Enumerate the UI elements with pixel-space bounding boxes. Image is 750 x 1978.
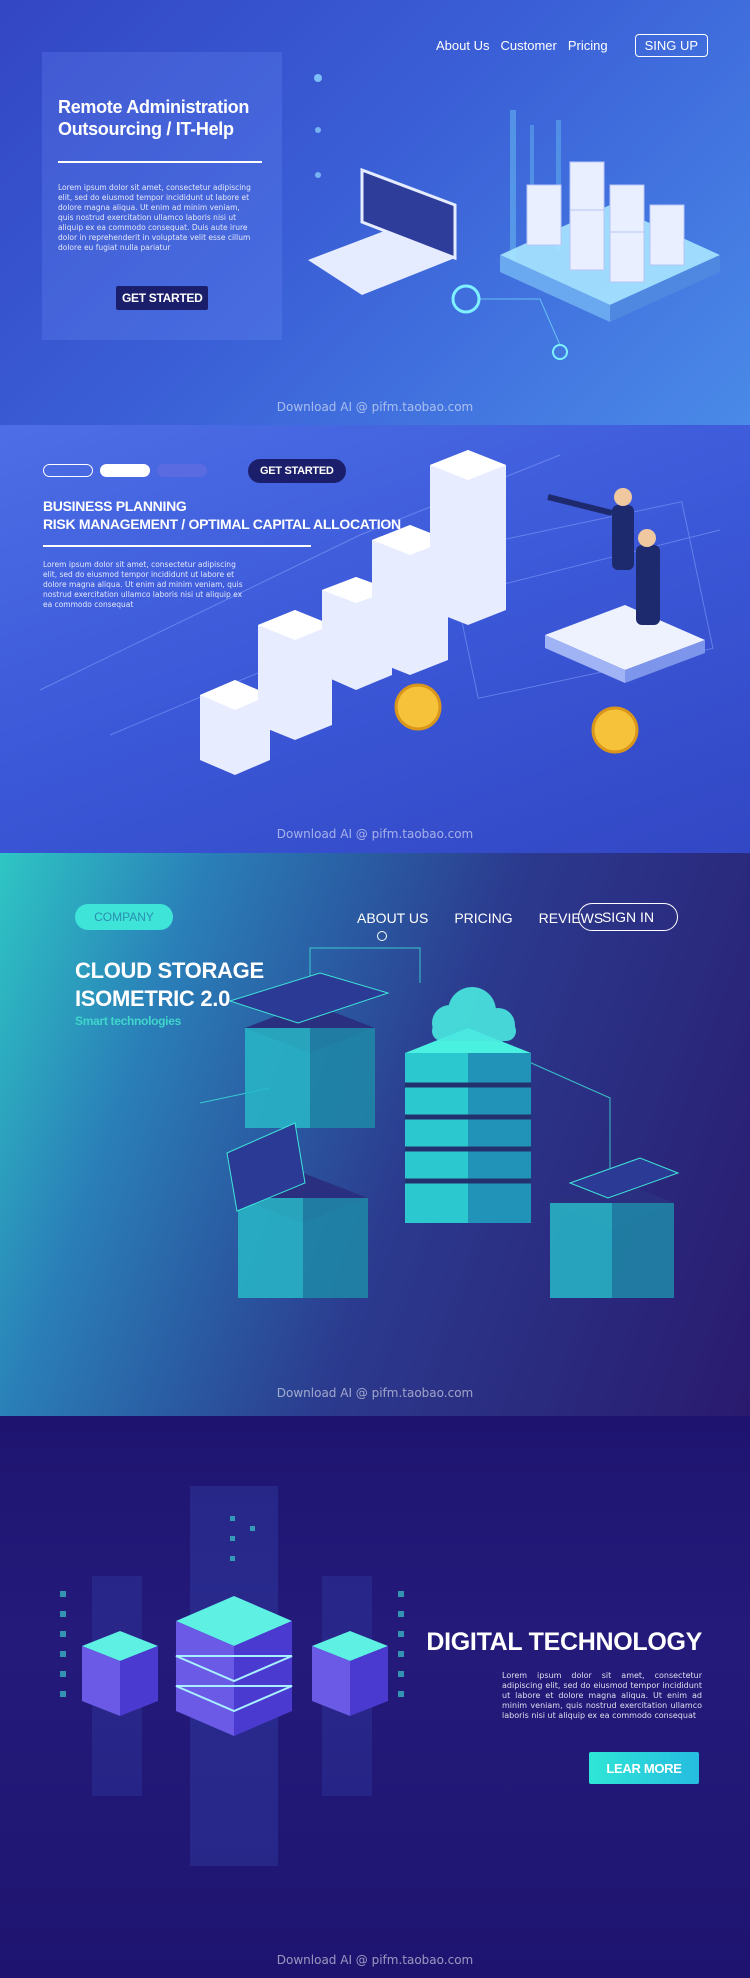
digital-technology-banner: DIGITAL TECHNOLOGY Lorem ipsum dolor sit…: [0, 1416, 750, 1978]
remote-admin-banner: About Us Customer Pricing SING UP Remote…: [0, 0, 750, 425]
watermark: Download AI @ pifm.taobao.com: [276, 1953, 474, 1967]
bar-columns-illustration: [39, 450, 721, 775]
get-started-button[interactable]: GET STARTED: [248, 459, 346, 483]
hero-title: Remote Administration Outsourcing / IT-H…: [58, 97, 250, 139]
sign-up-button[interactable]: SING UP: [634, 34, 709, 57]
nav-pricing[interactable]: PRICING: [454, 910, 513, 926]
get-started-button[interactable]: GET STARTED: [116, 286, 209, 310]
section-description: Lorem ipsum dolor sit amet, consectetur …: [502, 1671, 702, 1720]
section-title: DIGITAL TECHNOLOGY: [426, 1628, 702, 1656]
server-stack-illustration: [60, 1486, 404, 1866]
nav-about-us[interactable]: ABOUT US: [357, 910, 429, 926]
company-badge[interactable]: COMPANY: [75, 904, 173, 930]
top-navigation: About Us Customer Pricing SING UP: [436, 34, 709, 57]
slider-dot-1[interactable]: [43, 464, 93, 477]
watermark: Download AI @ pifm.taobao.com: [276, 1386, 474, 1400]
watermark: Download AI @ pifm.taobao.com: [276, 827, 474, 841]
watermark: Download AI @ pifm.taobao.com: [276, 400, 474, 414]
slider-dot-2[interactable]: [100, 464, 150, 477]
active-nav-indicator: [377, 931, 387, 941]
nav-pricing[interactable]: Pricing: [567, 38, 608, 53]
nav-customer[interactable]: Customer: [500, 38, 557, 53]
section-title: CLOUD STORAGE ISOMETRIC 2.0: [75, 958, 264, 1011]
slider-dot-3[interactable]: [157, 464, 207, 477]
nav-about-us[interactable]: About Us: [436, 38, 490, 53]
hero-description: Lorem ipsum dolor sit amet, consectetur …: [58, 183, 251, 252]
title-divider: [43, 545, 311, 547]
section-description: Lorem ipsum dolor sit amet, consectetur …: [43, 560, 243, 609]
server-laptop-illustration: [308, 74, 720, 360]
section-subtitle: Smart technologies: [75, 1014, 181, 1028]
sign-in-button[interactable]: SIGN IN: [578, 903, 678, 931]
business-planning-banner: GET STARTED BUSINESS PLANNING RISK MANAG…: [0, 425, 750, 853]
learn-more-button[interactable]: LEAR MORE: [589, 1752, 699, 1784]
cloud-server-illustration: [199, 947, 680, 1298]
cloud-storage-banner: COMPANY ABOUT US PRICING REVIEWS SIGN IN…: [0, 853, 750, 1416]
top-navigation: ABOUT US PRICING REVIEWS: [357, 910, 603, 926]
title-divider: [58, 161, 262, 163]
section-title: BUSINESS PLANNING RISK MANAGEMENT / OPTI…: [43, 498, 401, 532]
